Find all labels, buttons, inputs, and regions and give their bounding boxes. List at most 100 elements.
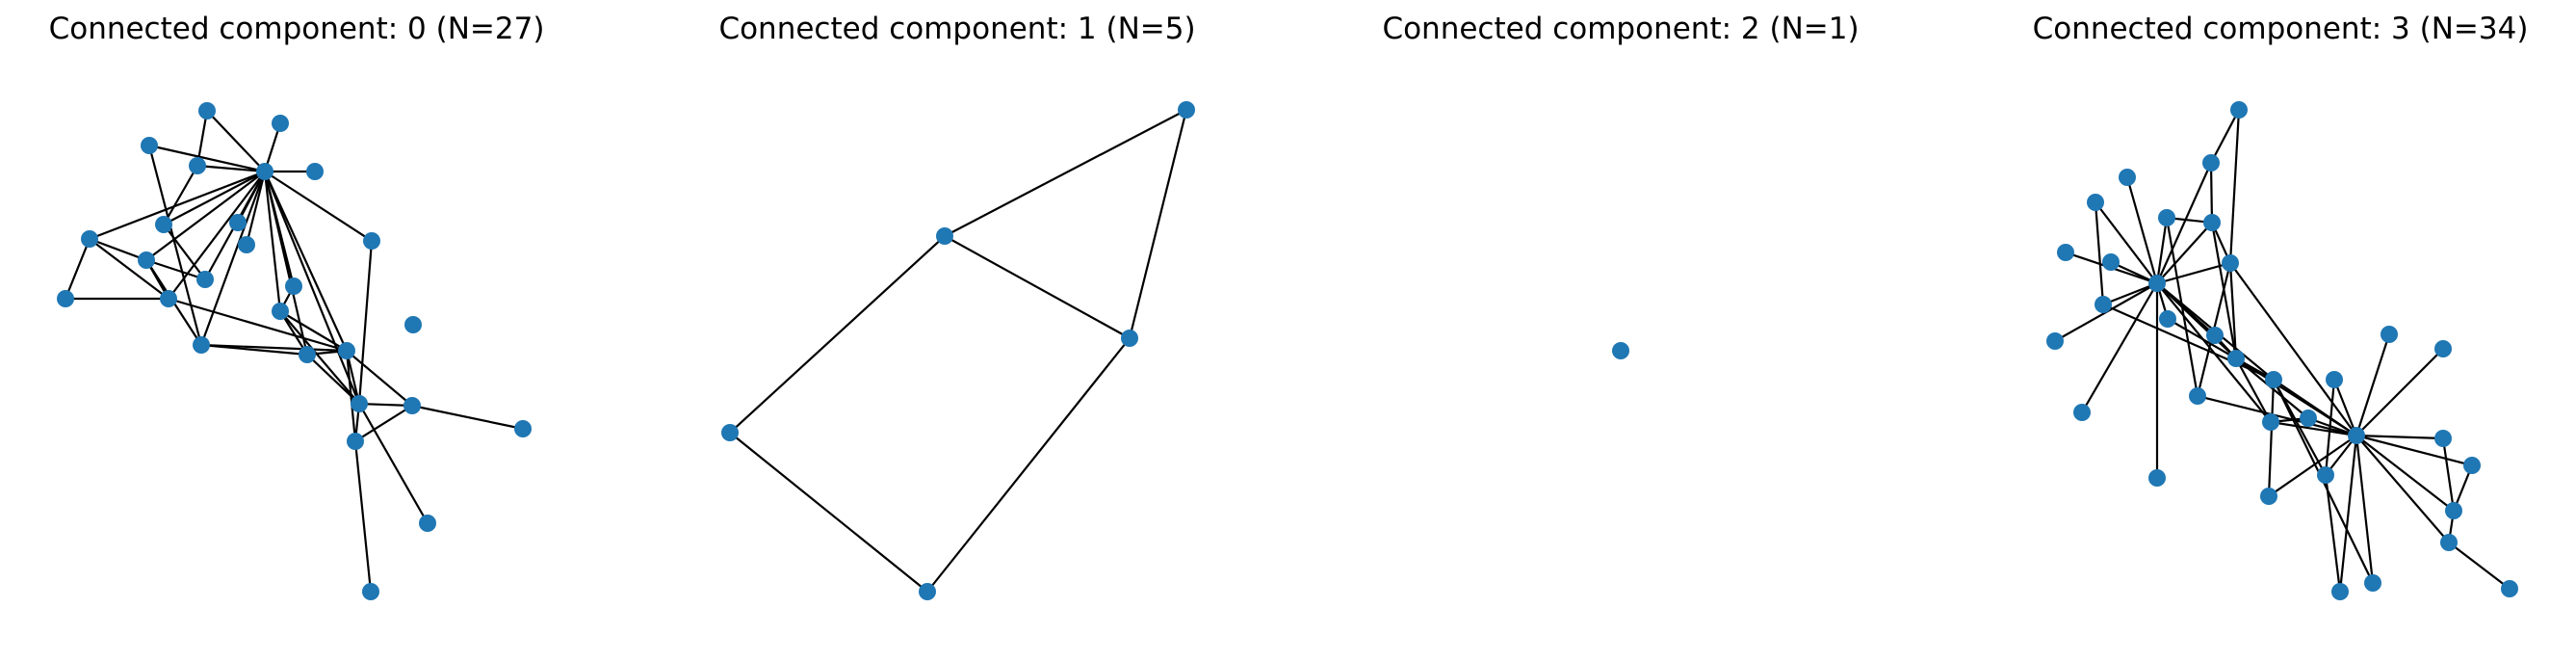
graph-node bbox=[155, 216, 172, 233]
graph-node bbox=[362, 583, 379, 600]
graph-edge bbox=[2210, 222, 2238, 359]
graph-edge bbox=[358, 403, 429, 524]
graph-edge bbox=[263, 171, 309, 356]
graph-node bbox=[2434, 340, 2452, 357]
graph-edge bbox=[2355, 348, 2444, 436]
graph-node bbox=[2046, 332, 2064, 350]
graph-node bbox=[2158, 209, 2175, 226]
graph-node bbox=[2300, 410, 2317, 427]
graph-edge bbox=[279, 310, 348, 352]
graph-node bbox=[2331, 583, 2349, 600]
graph-node bbox=[2119, 169, 2136, 186]
graph-edge bbox=[346, 350, 413, 407]
graph-edge bbox=[358, 402, 413, 408]
graph-edge bbox=[200, 343, 348, 353]
graph-node bbox=[272, 303, 289, 320]
graph-node bbox=[2230, 101, 2248, 119]
graph-edge bbox=[264, 171, 373, 242]
graph-edge bbox=[263, 171, 361, 405]
graph-node bbox=[2440, 534, 2458, 551]
graph-node bbox=[2262, 413, 2279, 431]
graph-edge bbox=[263, 171, 349, 352]
graph-edge bbox=[2102, 281, 2158, 306]
graph-node bbox=[2073, 404, 2091, 421]
graph-node bbox=[2102, 253, 2120, 271]
graph-edge bbox=[345, 350, 361, 405]
graph-component-3 bbox=[2046, 101, 2518, 600]
graph-node bbox=[2148, 469, 2166, 487]
graph-node bbox=[2206, 327, 2224, 344]
graph-edge bbox=[2228, 262, 2238, 359]
graph-node bbox=[403, 397, 421, 414]
graph-edge bbox=[2338, 435, 2358, 593]
graph-node bbox=[2501, 580, 2518, 597]
graph-edge bbox=[163, 224, 206, 280]
graph-node bbox=[919, 583, 936, 600]
graph-edge bbox=[729, 235, 946, 434]
graph-node bbox=[2159, 310, 2176, 328]
graph-edge bbox=[2324, 474, 2342, 593]
graph-edge bbox=[2355, 434, 2473, 467]
graph-node bbox=[1178, 101, 1195, 119]
graph-node bbox=[2227, 350, 2245, 367]
graph-edge bbox=[926, 337, 1131, 593]
graph-edge bbox=[2355, 434, 2444, 440]
graph-edge bbox=[2355, 435, 2450, 543]
graph-edge bbox=[279, 310, 360, 405]
graph-edge bbox=[2167, 318, 2237, 359]
graph-component-2 bbox=[1612, 342, 1629, 359]
graph-edge bbox=[2441, 437, 2456, 512]
graph-edge bbox=[729, 432, 928, 593]
graph-edge bbox=[2270, 420, 2357, 437]
graph-node bbox=[198, 102, 216, 119]
graph-component-0 bbox=[57, 102, 532, 600]
graph-edge bbox=[2155, 162, 2213, 284]
graph-edge bbox=[245, 171, 267, 246]
graph-node bbox=[419, 515, 436, 532]
panel-title: Connected component: 3 (N=34) bbox=[2032, 12, 2529, 46]
graph-node bbox=[238, 236, 255, 253]
graph-edge bbox=[89, 237, 147, 262]
graph-node bbox=[2317, 466, 2334, 484]
graph-node bbox=[2095, 296, 2112, 313]
graph-node bbox=[193, 336, 210, 354]
graph-node bbox=[229, 214, 247, 231]
panel-component-2: Connected component: 2 (N=1) bbox=[1324, 0, 1917, 661]
graph-edge bbox=[2155, 217, 2169, 284]
graph-edge bbox=[2156, 282, 2237, 359]
graph-node bbox=[2222, 254, 2239, 272]
graph-node bbox=[138, 251, 155, 269]
graph-edge bbox=[2332, 379, 2358, 436]
graph-edge bbox=[145, 258, 206, 281]
graph-edge bbox=[944, 109, 1187, 237]
graph-edge bbox=[2095, 201, 2158, 284]
graph-node bbox=[363, 232, 380, 250]
graph-edge bbox=[196, 164, 266, 173]
graph-node bbox=[1612, 342, 1629, 359]
panel-component-3: Connected component: 3 (N=34) bbox=[1984, 0, 2576, 661]
graph-node bbox=[1121, 330, 1138, 347]
graph-edge bbox=[163, 165, 198, 225]
graph-edge bbox=[345, 350, 357, 442]
graph-node bbox=[338, 342, 355, 359]
graph-edge bbox=[147, 145, 203, 346]
graph-node bbox=[404, 316, 422, 333]
graph-node bbox=[2364, 574, 2381, 592]
graph-node bbox=[2260, 488, 2277, 505]
graph-node bbox=[160, 290, 177, 307]
graph-node bbox=[514, 420, 532, 437]
panel-title: Connected component: 0 (N=27) bbox=[48, 12, 545, 46]
graph-node bbox=[2445, 502, 2462, 519]
panel-title: Connected component: 1 (N=5) bbox=[718, 12, 1196, 46]
graph-edge bbox=[944, 235, 1131, 339]
graph-edge bbox=[2209, 162, 2214, 224]
graph-node bbox=[57, 290, 74, 307]
graph-edge bbox=[2273, 379, 2357, 436]
graph-edge bbox=[2156, 222, 2213, 284]
graph-node bbox=[2189, 387, 2206, 405]
graph-edge bbox=[2235, 357, 2272, 423]
graph-edge bbox=[2448, 542, 2511, 590]
graph-edge bbox=[2355, 333, 2391, 436]
graph-edge bbox=[357, 240, 374, 405]
graph-edge bbox=[2355, 435, 2375, 584]
